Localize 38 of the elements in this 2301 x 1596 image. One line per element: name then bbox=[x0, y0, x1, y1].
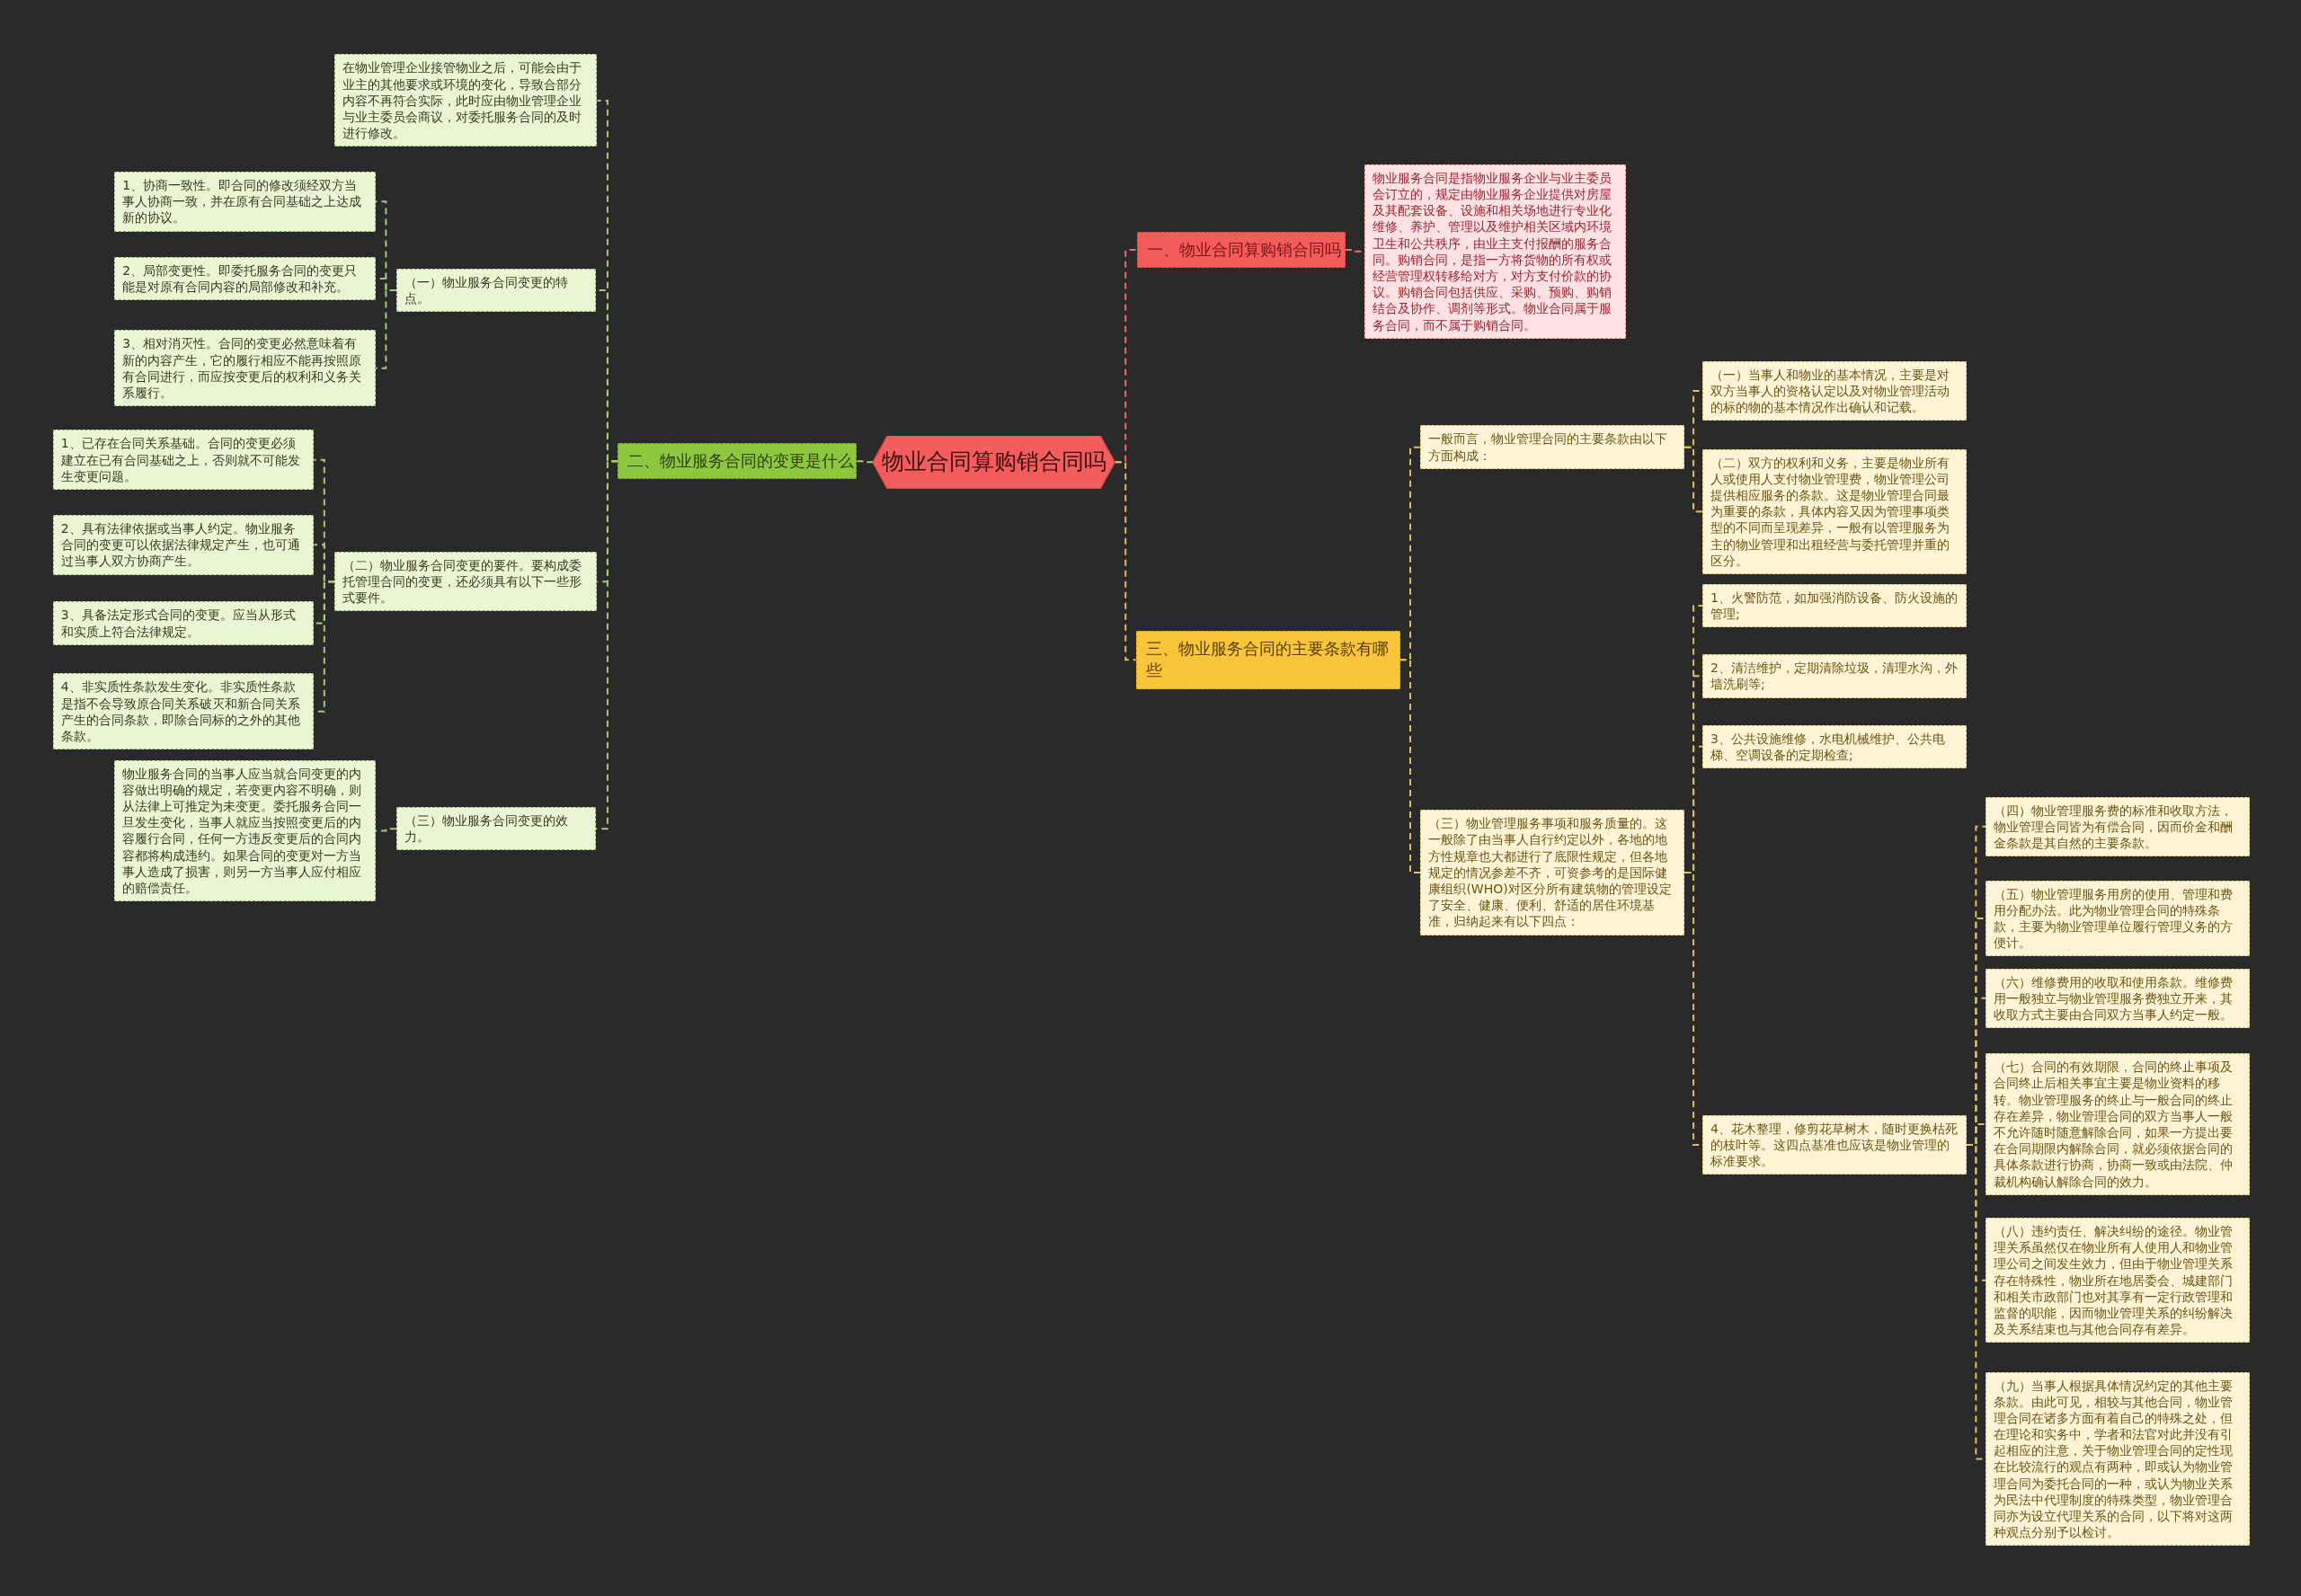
text-card: 2、具有法律依据或当事人约定。物业服务合同的变更可以依据法律规定产生，也可通过当事人双方协商产生。 bbox=[52, 515, 315, 575]
text-card: 3、相对消灭性。合同的变更必然意味着有新的内容产生，它的履行相应不能再按照原有合同进行，而应按变更后的权利和义务关系履行。 bbox=[114, 330, 376, 407]
text-card: 3、具备法定形式合同的变更。应当从形式和实质上符合法律规定。 bbox=[52, 601, 315, 645]
text-card: （三）物业管理服务事项和服务质量的。这一般除了由当事人自行约定以外，各地的地方性规章也大都进行了底限性规定，但各地规定的情况参差不齐，可资参考的是国际健康组织(WHO)对区分所有建筑物的管理设定了安全、健康、便利、舒适的居住环境基准，归纳起来有以下四点： bbox=[1420, 810, 1685, 935]
branch-topic: 三、物业服务合同的主要条款有哪些 bbox=[1135, 631, 1400, 689]
text-card: （八）违约责任、解决纠纷的途径。物业管理关系虽然仅在物业所有人使用人和物业管理公司之间发生效力，但由于物业管理关系存在特殊性，物业所在地居委会、城建部门和相关市政部门也对其享有一定行政管理和监督的职能，因而物业管理关系的纠纷解决及关系结束也与其他合同存有差异。 bbox=[1985, 1218, 2250, 1343]
text-card: 2、局部变更性。即委托服务合同的变更只能是对原有合同内容的局部修改和补充。 bbox=[114, 256, 376, 301]
text-card: （四）物业管理服务费的标准和收取方法，物业管理合同皆为有偿合同，因而价金和酬金条款是其自然的主要条款。 bbox=[1985, 796, 2250, 857]
connector-line bbox=[1114, 461, 1137, 661]
text-card: （二）物业服务合同变更的要件。要构成委托管理合同的变更，还必须具有以下一些形式要件。 bbox=[334, 551, 598, 612]
branch-topic: 二、物业服务合同的变更是什么 bbox=[617, 443, 857, 480]
connector-line bbox=[374, 828, 397, 832]
text-card: 物业服务合同是指物业服务企业与业主委员会订立的，规定由物业服务企业提供对房屋及其配套设备、设施和相关场地进行专业化维修、养护、管理以及维护相关区域内环境卫生和公共秩序，由业主支付报酬的服务合同。购销合同，是指一方将货物的所有权或经营管理权转移给对方，对方支付价款的协议。购销合同包括供应、采购、预购、购销结合及协作、调剂等形式。物业合同属于服务合同，而不属于购销合同。 bbox=[1364, 164, 1626, 339]
connector-line bbox=[856, 460, 875, 464]
text-card: （九）当事人根据具体情况约定的其他主要条款。由此可见，相较与其他合同，物业管理合同在诸多方面有着自己的特殊之处，但在理论和实务中，学者和法官对此并没有引起相应的注意，关于物业管理合同的定性现在比较流行的观点有两种，即或认为物业管理合同为委托合同的一种，或认为物业关系为民法中代理制度的特殊类型，物业管理合同亦为设立代理关系的合同，以下将对这两种观点分别予以检讨。 bbox=[1985, 1371, 2250, 1547]
text-card: 1、火警防范，如加强消防设备、防火设施的管理; bbox=[1701, 583, 1967, 628]
text-card: 4、非实质性条款发生变化。非实质性条款是指不会导致原合同关系破灭和新合同关系产生的合同条款，即除合同标的之外的其他条款。 bbox=[52, 673, 315, 750]
text-card: 一般而言，物业管理合同的主要条款由以下方面构成： bbox=[1420, 425, 1685, 469]
text-card: （二）双方的权利和义务，主要是物业所有人或使用人支付物业管理费，物业管理公司提供相应服务的条款。这是物业管理合同最为重要的条款，具体内容又因为管理事项类型的不同而呈现差异，一般有以管理服务为主的物业管理和出租经营与委托管理并重的区分。 bbox=[1701, 448, 1967, 574]
connector-line bbox=[1399, 659, 1422, 873]
text-card: 物业服务合同的当事人应当就合同变更的内容做出明确的规定，若变更内容不明确，则从法律上可推定为未变更。委托服务合同一旦发生变化，当事人就应当按照变更后的内容履行合同，任何一方违反变更后的合同内容都将构成违约。如果合同的变更对一方当事人造成了损害，则另一方当事人应付相应的赔偿责任。 bbox=[114, 759, 376, 902]
text-card: （三）物业服务合同变更的效力。 bbox=[395, 806, 596, 851]
connector-line bbox=[594, 460, 619, 830]
text-card: （七）合同的有效期限，合同的终止事项及合同终止后相关事宜主要是物业资料的移转。物业管理服务的终止与一般合同的终止存在差异，物业管理合同的双方当事人一般不允许随时随意解除合同，如果一方提出要在合同期限内解除合同，就必须依据合同的具体条款进行协商，协商一致或由法院、仲裁机构确认解除合同的效力。 bbox=[1985, 1053, 2250, 1195]
text-card: （一）物业服务合同变更的特点。 bbox=[395, 268, 596, 313]
text-card: 1、已存在合同关系基础。合同的变更必须建立在已有合同基础之上，否则就不可能发生变更问题。 bbox=[52, 430, 315, 490]
branch-topic: 一、物业合同算购销合同吗 bbox=[1137, 231, 1346, 269]
text-card: 4、花木整理，修剪花草树木，随时更换枯死的枝叶等。这四点基准也应该是物业管理的标准要求。 bbox=[1701, 1114, 1967, 1175]
text-card: 3、公共设施维修，水电机械维护、公共电梯、空调设备的定期检查; bbox=[1701, 724, 1967, 768]
text-card: （一）当事人和物业的基本情况，主要是对双方当事人的资格认定以及对物业管理活动的标的物的基本情况作出确认和记载。 bbox=[1701, 360, 1967, 421]
connector-line bbox=[374, 288, 397, 369]
text-card: （六）维修费用的收取和使用条款。维修费用一般独立与物业管理服务费独立开来，其收取方式主要由合同双方当事人约定一般。 bbox=[1985, 968, 2250, 1029]
text-card: 2、清洁维护，定期清除垃圾，清理水沟，外墙洗刷等; bbox=[1701, 654, 1967, 698]
text-card: （五）物业管理服务用房的使用、管理和费用分配办法。此为物业管理合同的特殊条款，主要为物业管理单位履行管理义务的方便计。 bbox=[1985, 880, 2250, 957]
connector-line bbox=[1684, 446, 1703, 513]
text-card: 在物业管理企业接管物业之后，可能会由于业主的其他要求或环境的变化，导致合部分内容不再符合实际，此时应由物业管理企业与业主委员会商议，对委托服务合同的及时进行修改。 bbox=[334, 54, 598, 147]
text-card: 1、协商一致性。即合同的修改须经双方当事人协商一致，并在原有合同基础之上达成新的协议。 bbox=[114, 172, 376, 232]
central-topic: 物业合同算购销合同吗 bbox=[873, 435, 1115, 489]
